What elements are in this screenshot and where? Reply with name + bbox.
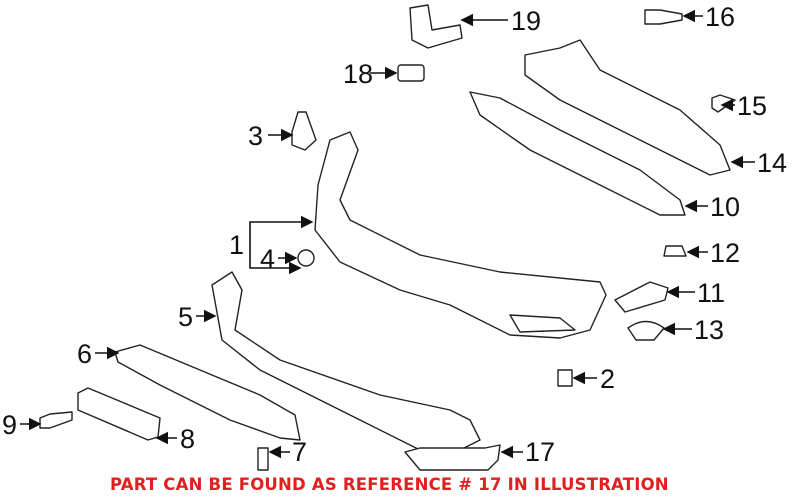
sensor-holder-3: [291, 111, 317, 151]
bolt-9: [39, 411, 73, 429]
callout-12: 12: [710, 238, 740, 268]
bracket-19: [409, 4, 463, 49]
bumper-cover: [314, 131, 607, 339]
callout-15: 15: [737, 91, 767, 121]
callout-6: 6: [77, 339, 92, 369]
callout-4: 4: [260, 244, 275, 274]
callout-13: 13: [694, 315, 724, 345]
callout-2: 2: [600, 364, 615, 394]
cap-4: [297, 249, 315, 267]
bolt-7: [257, 447, 269, 471]
clip-13: [627, 320, 665, 341]
callout-18: 18: [343, 59, 373, 89]
fog-trim: [404, 444, 501, 471]
spoiler: [114, 344, 301, 441]
bolt-16: [644, 9, 683, 25]
callout-16: 16: [705, 2, 735, 32]
callout-9: 9: [2, 410, 17, 440]
callout-11: 11: [697, 278, 725, 308]
callout-7: 7: [292, 437, 307, 467]
callout-14: 14: [757, 148, 787, 178]
reference-note: PART CAN BE FOUND AS REFERENCE # 17 IN I…: [110, 475, 669, 494]
license-bracket: [77, 387, 161, 441]
impact-bar: [524, 39, 731, 176]
callout-3: 3: [248, 121, 263, 151]
callout-17: 17: [525, 437, 555, 467]
bracket-11: [614, 281, 669, 313]
callout-10: 10: [710, 192, 740, 222]
nut-12: [663, 245, 687, 257]
reinforcement-bar: [469, 91, 686, 216]
callout-19: 19: [511, 6, 541, 36]
callout-5: 5: [178, 302, 193, 332]
bolt-2: [557, 369, 573, 387]
callout-8: 8: [180, 424, 195, 454]
bolt-15: [711, 94, 736, 113]
sensor-18: [397, 64, 425, 82]
callout-1: 1: [229, 230, 244, 260]
lower-grille: [211, 271, 481, 456]
bumper-cover-fog-opening: [509, 314, 576, 333]
